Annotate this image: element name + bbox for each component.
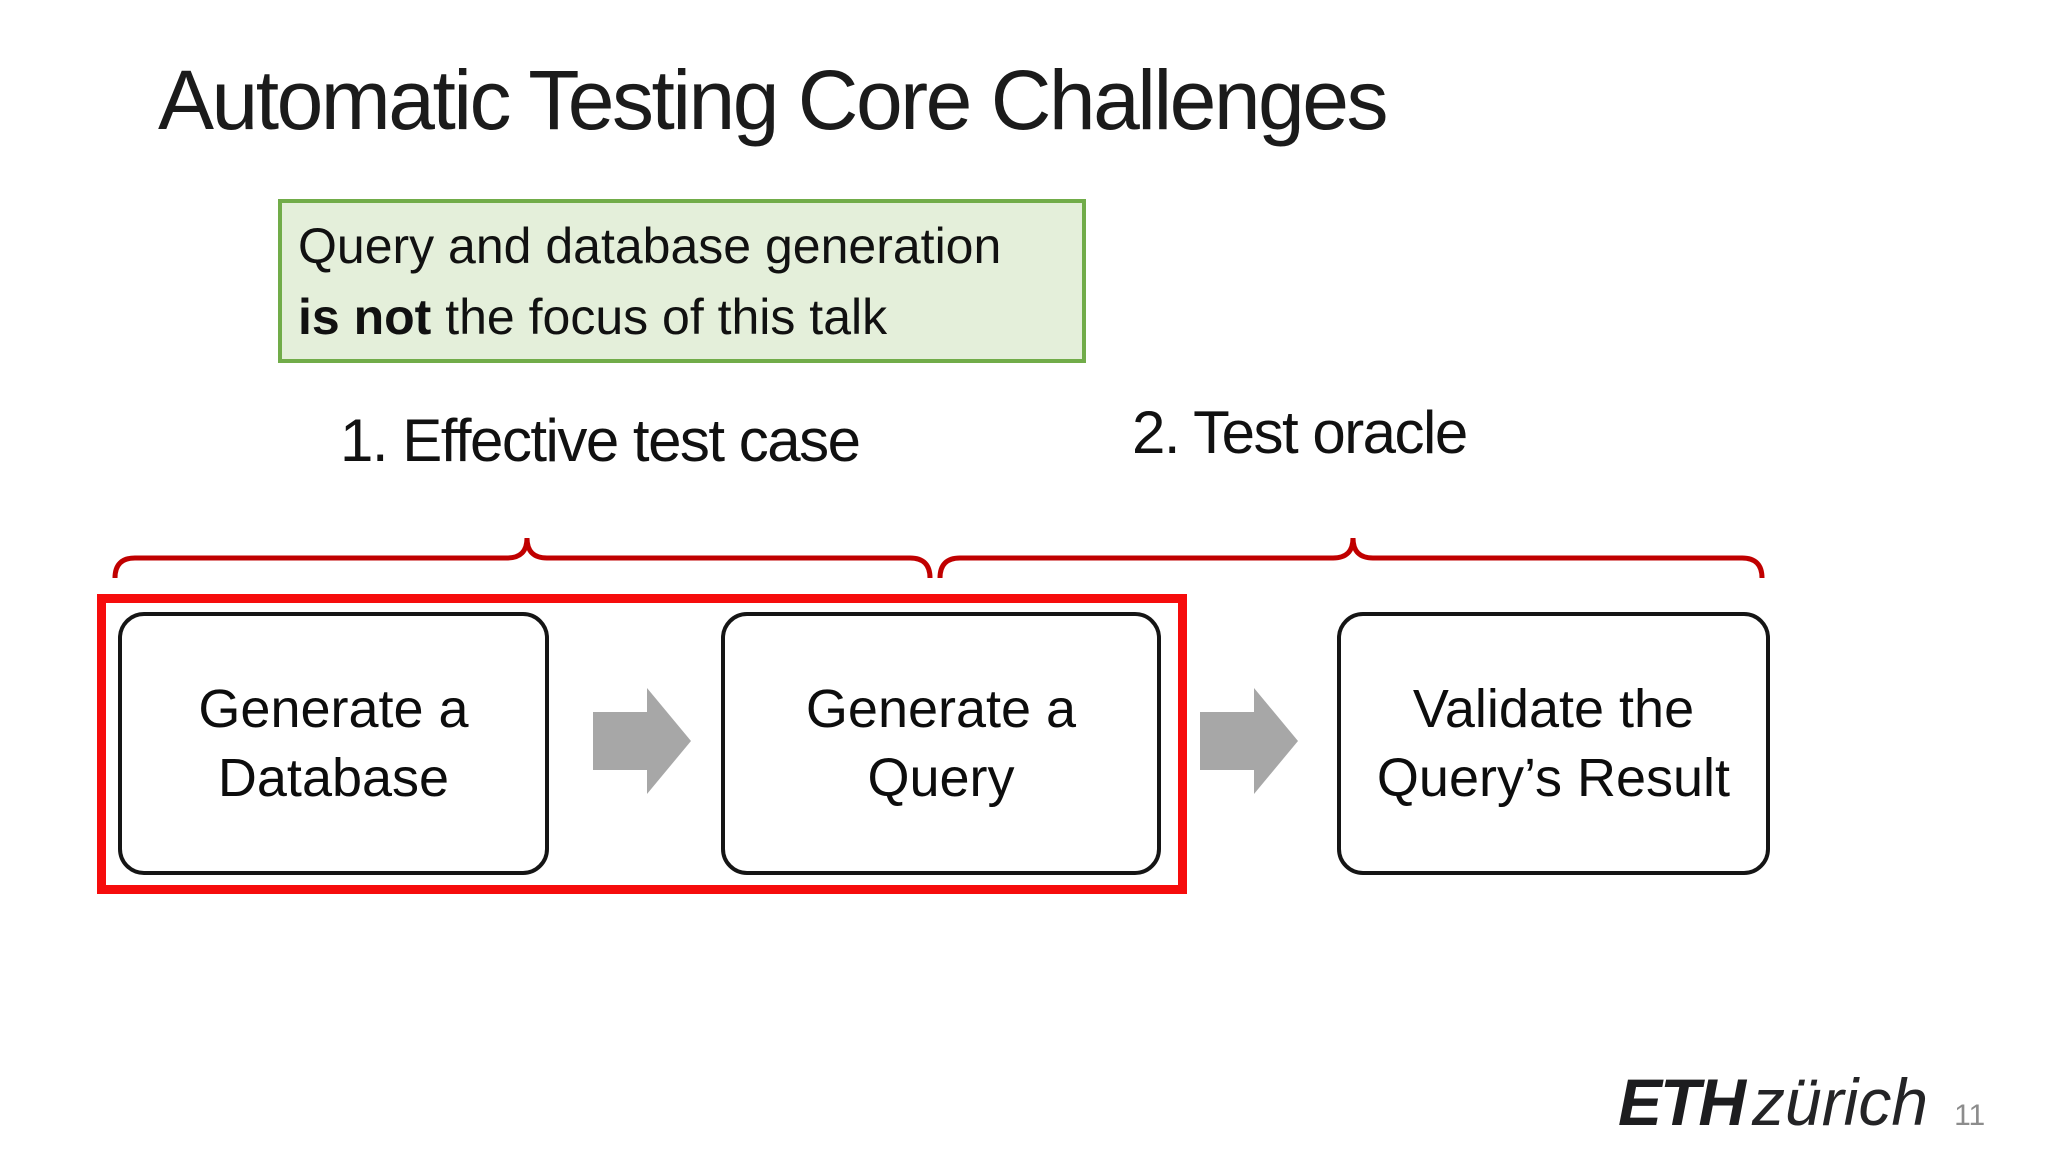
slide-title: Automatic Testing Core Challenges [158, 53, 1389, 147]
brace-effective-test-case [112, 537, 933, 579]
flow-box-line: Query [867, 747, 1015, 808]
flow-box-generate-database: Generate a Database [118, 612, 549, 875]
flow-box-line: Database [217, 747, 450, 808]
flow-box-generate-query: Generate a Query [721, 612, 1161, 875]
brace-test-oracle [937, 537, 1765, 579]
flow-box-line: Query’s Result [1376, 747, 1731, 808]
note-line-2-rest: the focus of this talk [431, 289, 888, 345]
flow-box-line: Validate the [1412, 679, 1695, 740]
note-line-2-bold: is not [298, 289, 432, 345]
note-line-1: Query and database generation [298, 218, 1002, 274]
challenge-label-effective-test-case: 1. Effective test case [340, 407, 861, 474]
flow-box-line: Generate a [198, 679, 469, 740]
slide-footer: ETH zürich 11 [1618, 1064, 1985, 1140]
challenge-label-test-oracle: 2. Test oracle [1132, 399, 1468, 466]
flow-arrow-2 [1200, 688, 1298, 794]
eth-logo: ETH [1618, 1065, 1746, 1139]
note-box-text: Query and database generation is not the… [298, 211, 1001, 353]
page-number: 11 [1954, 1099, 1986, 1132]
flow-box-line: Generate a [805, 679, 1077, 740]
note-box: Query and database generation is not the… [278, 199, 1086, 363]
highlight-rect-focus-area [97, 594, 1187, 894]
flow-arrow-1 [593, 688, 691, 794]
flow-box-validate-result: Validate the Query’s Result [1337, 612, 1770, 875]
eth-logo-city: zürich [1752, 1065, 1929, 1139]
